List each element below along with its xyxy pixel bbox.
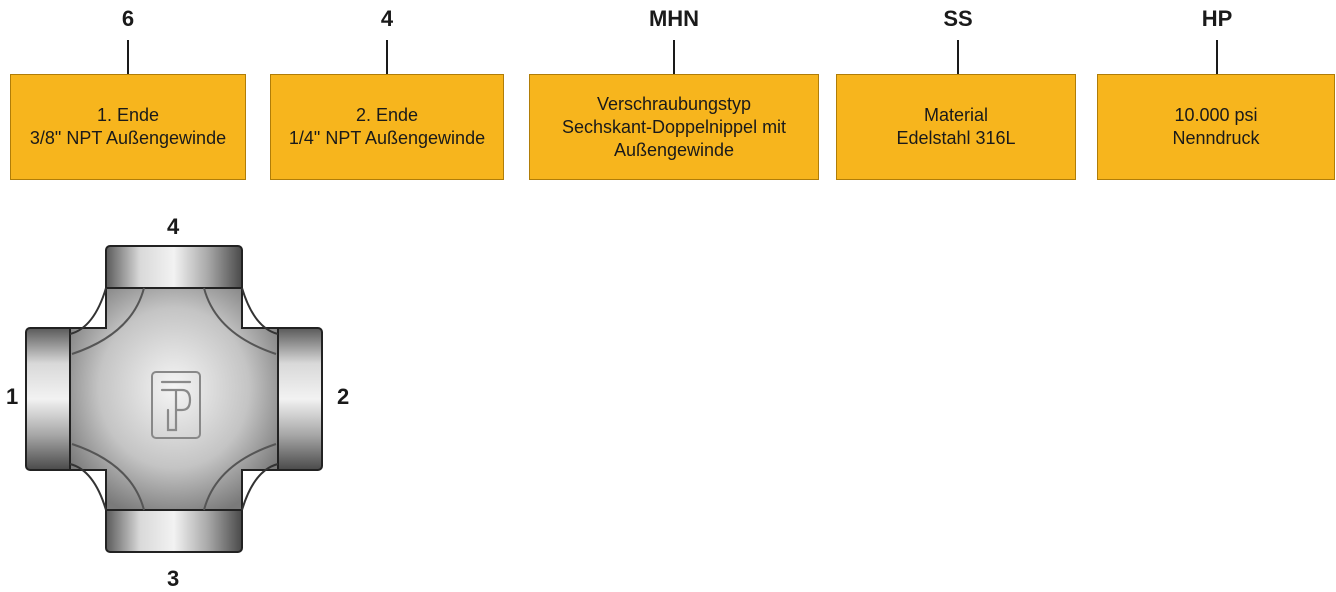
code-mhn-line-3: Außengewinde xyxy=(613,139,735,160)
code-mhn-box: Verschraubungstyp Sechskant-Doppelnippel… xyxy=(529,74,819,180)
code-hp-stem xyxy=(1216,40,1218,74)
code-ss-line-2: Edelstahl 316L xyxy=(896,128,1016,148)
code-6-label: 6 xyxy=(121,6,135,31)
port-left-body xyxy=(25,327,75,471)
cross-fitting-illustration xyxy=(25,245,323,553)
code-hp-box: 10.000 psi Nenndruck xyxy=(1097,74,1335,180)
code-hp-label: HP xyxy=(1201,6,1233,31)
port-label-left: 1 xyxy=(6,384,19,409)
code-4-line-1: 2. Ende xyxy=(355,105,419,125)
code-mhn-line-1: Verschraubungstyp xyxy=(596,93,752,114)
code-mhn-stem xyxy=(673,40,675,74)
code-4-stem xyxy=(386,40,388,74)
code-4-line-2: 1/4" NPT Außengewinde xyxy=(288,128,486,148)
code-hp-line-2: Nenndruck xyxy=(1172,128,1260,148)
port-bottom-body xyxy=(105,505,243,553)
cross-body xyxy=(69,287,279,511)
code-hp-line-1: 10.000 psi xyxy=(1174,105,1258,125)
code-mhn-label: MHN xyxy=(648,6,700,31)
port-label-top: 4 xyxy=(167,214,180,239)
port-label-bottom: 3 xyxy=(167,566,180,591)
port-label-right: 2 xyxy=(337,384,350,409)
code-ss-line-1: Material xyxy=(923,105,989,125)
code-ss-box: Material Edelstahl 316L xyxy=(836,74,1076,180)
p-logo-icon xyxy=(151,371,201,439)
code-mhn-line-2: Sechskant-Doppelnippel mit xyxy=(561,116,787,137)
code-6-line-1: 1. Ende xyxy=(96,105,160,125)
port-top-body xyxy=(105,245,243,293)
code-ss-stem xyxy=(957,40,959,74)
code-4-label: 4 xyxy=(380,6,394,31)
code-6-line-2: 3/8" NPT Außengewinde xyxy=(29,128,227,148)
code-6-stem xyxy=(127,40,129,74)
code-6-box: 1. Ende 3/8" NPT Außengewinde xyxy=(10,74,246,180)
code-4-box: 2. Ende 1/4" NPT Außengewinde xyxy=(270,74,504,180)
port-right-body xyxy=(273,327,323,471)
code-ss-label: SS xyxy=(943,6,973,31)
